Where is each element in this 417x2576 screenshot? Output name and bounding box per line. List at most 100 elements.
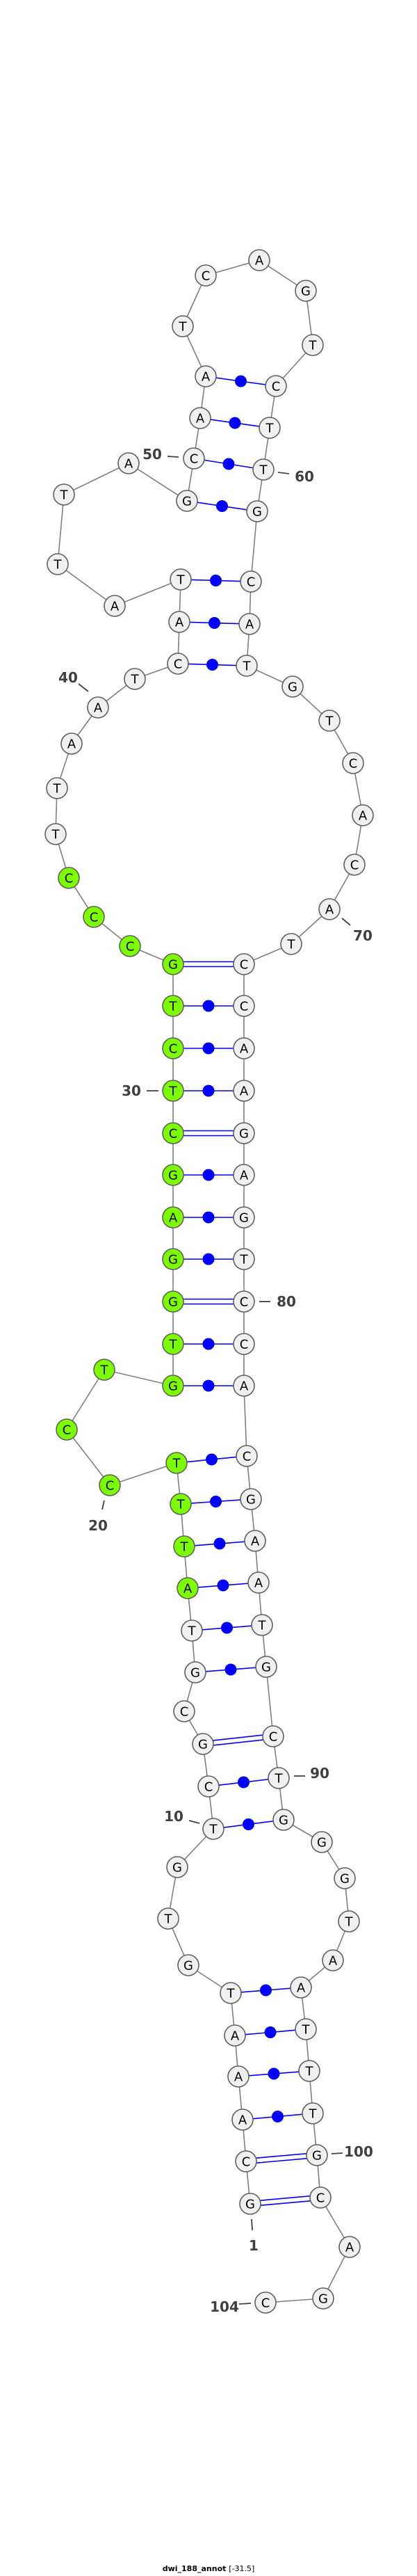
- nucleotide-letter: G: [172, 1861, 182, 1875]
- nucleotide-circle: [176, 490, 198, 512]
- nucleotide: C: [342, 752, 364, 774]
- nucleotide-letter: T: [259, 463, 268, 478]
- nucleotide-letter: G: [183, 1959, 193, 1974]
- nucleotide-circle: [157, 1907, 179, 1930]
- nucleotide-circle: [295, 280, 317, 302]
- nucleotide-circle: [170, 568, 192, 591]
- nucleotide-circle: [170, 1493, 192, 1515]
- backbone-segment: [128, 463, 188, 502]
- backbone-segment: [57, 494, 65, 565]
- nucleotide: T: [259, 417, 281, 439]
- nucleotide-circle: [318, 710, 341, 732]
- nucleotide: G: [272, 1809, 295, 1831]
- nucleotide: T: [338, 1910, 360, 1933]
- pair-dot: [217, 1579, 229, 1592]
- nucleotide: T: [44, 823, 67, 845]
- nucleotide-letter: G: [252, 505, 262, 520]
- nucleotide-letter: C: [316, 2191, 325, 2206]
- nucleotide-letter: C: [240, 1295, 249, 1310]
- nucleotide: T: [124, 668, 146, 690]
- nucleotide-letter: A: [240, 1379, 249, 1394]
- nucleotide-circle: [233, 1375, 255, 1397]
- nucleotide: A: [244, 1530, 266, 1552]
- nucleotide: A: [104, 595, 126, 617]
- nucleotide: A: [224, 2024, 246, 2047]
- nucleotide: C: [233, 1290, 255, 1313]
- nucleotide-circle: [168, 611, 190, 633]
- nucleotide: A: [233, 1375, 255, 1397]
- nucleotide: C: [173, 1700, 195, 1722]
- nucleotide: T: [252, 458, 275, 481]
- nucleotide: G: [192, 1733, 214, 1755]
- nucleotide: A: [247, 1571, 270, 1594]
- nucleotide-circle: [252, 458, 275, 481]
- nucleotide-letter: G: [168, 958, 178, 973]
- nucleotide-circle: [233, 1122, 255, 1144]
- label-tick: [78, 683, 89, 692]
- nucleotide-letter: G: [168, 1295, 178, 1310]
- nucleotide-letter: A: [345, 2241, 354, 2255]
- nucleotide-circle: [47, 553, 69, 575]
- base-pair: [183, 1000, 234, 1012]
- nucleotide-circle: [233, 1164, 255, 1186]
- nucleotide-circle: [255, 1656, 277, 1678]
- nucleotide-letter: T: [243, 659, 252, 674]
- base-pair: [190, 575, 241, 586]
- backbone-segment: [250, 511, 258, 582]
- nucleotide: A: [168, 611, 190, 633]
- nucleotide-letter: T: [325, 714, 334, 729]
- nucleotide: G: [295, 280, 317, 302]
- nucleotide-circle: [280, 933, 302, 955]
- nucleotide: A: [233, 1164, 255, 1186]
- nucleotide-circle: [236, 1445, 258, 1467]
- base-pair: [204, 458, 254, 470]
- nucleotide-letter: C: [242, 2155, 251, 2170]
- position-label: 1: [249, 2237, 259, 2254]
- nucleotide: T: [162, 1333, 184, 1355]
- nucleotide-letter: C: [106, 1479, 115, 1494]
- nucleotide: G: [233, 1122, 255, 1144]
- nucleotide-circle: [338, 2236, 361, 2258]
- nucleotide: A: [60, 733, 83, 755]
- nucleotide-circle: [254, 2291, 277, 2314]
- nucleotide-circle: [231, 2109, 254, 2131]
- pair-dot: [213, 1537, 226, 1550]
- nucleotide-circle: [184, 1661, 206, 1683]
- nucleotide: A: [233, 1080, 255, 1102]
- base-pair: [213, 1734, 263, 1746]
- nucleotide-letter: A: [254, 1576, 263, 1591]
- nucleotide-circle: [119, 935, 141, 957]
- pair-dot: [243, 1818, 254, 1830]
- backbone-segment: [109, 1462, 177, 1486]
- nucleotide-letter: G: [198, 1738, 208, 1752]
- nucleotide-letter: G: [168, 1379, 178, 1394]
- nucleotide: A: [87, 696, 109, 719]
- nucleotide-letter: A: [169, 1211, 178, 1226]
- nucleotide: C: [309, 2186, 332, 2209]
- nucleotide-circle: [233, 1080, 255, 1102]
- nucleotide-circle: [181, 1619, 203, 1642]
- nucleotide: C: [162, 1037, 184, 1059]
- nucleotide: T: [165, 1452, 188, 1474]
- label-tick: [167, 456, 179, 458]
- nucleotide-letter: A: [240, 1085, 249, 1099]
- position-label: 40: [58, 669, 78, 686]
- pair-dot: [202, 1211, 215, 1224]
- nucleotide-letter: G: [261, 1661, 271, 1675]
- pair-dot: [202, 1169, 215, 1181]
- base-pair: [205, 1663, 256, 1676]
- nucleotide-circle: [220, 1982, 242, 2004]
- base-pair: [190, 1496, 241, 1507]
- nucleotide-letter: G: [190, 1666, 200, 1681]
- nucleotide-circle: [342, 752, 364, 774]
- nucleotide: G: [162, 1375, 184, 1397]
- nucleotide-letter: A: [255, 254, 264, 269]
- nucleotide-letter: G: [182, 495, 192, 509]
- nucleotide-letter: T: [53, 782, 62, 797]
- nucleotide: G: [239, 2193, 261, 2215]
- nucleotide: A: [117, 452, 140, 474]
- pair-dot: [210, 575, 222, 586]
- label-tick: [188, 1820, 200, 1824]
- pair-dot: [206, 659, 218, 671]
- nucleotide: T: [298, 2060, 320, 2082]
